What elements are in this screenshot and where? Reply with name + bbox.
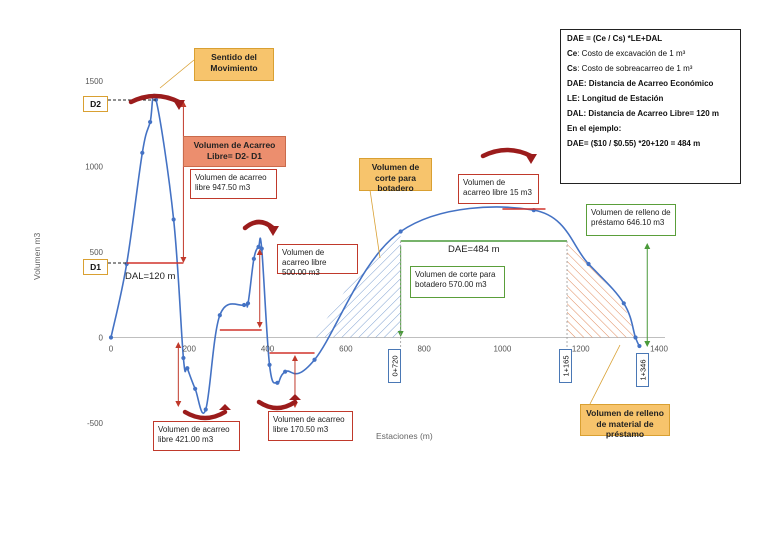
legend-title: DAE = (Ce / Cs) *LE+DAL (567, 34, 663, 43)
movement-arrow-421 (182, 404, 231, 421)
data-point (398, 229, 403, 234)
vol-500-label: Volumen de acarreo libre 500.00 m3 (277, 244, 358, 277)
x-tick-label: 200 (183, 345, 197, 354)
data-point (621, 301, 626, 306)
data-point (193, 386, 198, 391)
data-point (633, 335, 638, 340)
data-point (275, 380, 280, 385)
station-1165-label: 1+165 (559, 349, 572, 383)
movement-arrow-15 (480, 147, 537, 164)
sentido-movimiento-label: Sentido del Movimiento (194, 48, 274, 81)
volumen-acarreo-libre-header: Volumen de Acarreo Libre= D2- D1 (183, 136, 286, 167)
y-tick-label: -500 (87, 419, 104, 428)
data-point (267, 362, 272, 367)
corte-botadero-header: Volumen de corte para botadero (359, 158, 432, 193)
data-point (171, 217, 176, 222)
legend-cs-text: : Costo de sobreacarreo de 1 m³ (577, 64, 693, 73)
data-point (148, 119, 153, 125)
data-point (181, 355, 186, 361)
legend-cs-key: Cs (567, 64, 578, 73)
data-point (312, 357, 317, 362)
vol-170-label: Volumen de acarreo libre 170.50 m3 (268, 411, 353, 441)
x-tick-label: 1200 (572, 345, 590, 354)
x-tick-label: 600 (339, 345, 353, 354)
x-tick-label: 1000 (494, 345, 512, 354)
corte-leader (369, 189, 381, 259)
data-point (140, 150, 145, 155)
data-point (259, 246, 264, 251)
legend-example-head: En el ejemplo: (567, 124, 622, 133)
y-tick-label: 0 (99, 334, 104, 343)
vol-421-label: Volumen de acarreo libre 421.00 m3 (153, 421, 240, 451)
data-point (108, 335, 114, 340)
vol-947-label: Volumen de acarreo libre 947.50 m3 (190, 169, 277, 199)
vol-15-label: Volumen de acarreo libre 15 m3 (458, 174, 539, 204)
d2-label: D2 (83, 96, 108, 112)
data-point (185, 366, 190, 371)
legend-ce-text: : Costo de excavación de 1 m³ (577, 49, 686, 58)
movement-arrow-170 (256, 394, 301, 411)
relleno-prestamo-header: Volumen de relleno de material de présta… (580, 404, 670, 439)
movement-arrow-peak (128, 93, 185, 110)
formula-legend: DAE = (Ce / Cs) *LE+DAL Ce: Costo de exc… (560, 29, 741, 184)
data-point (241, 302, 247, 308)
y-tick-label: 1000 (85, 163, 103, 172)
y-tick-label: 500 (90, 248, 104, 257)
corte-570-label: Volumen de corte para botadero 570.00 m3 (410, 266, 505, 298)
station-1346-label: 1+346 (636, 353, 649, 387)
data-point (217, 313, 222, 318)
y-axis-label: Volumen m3 (32, 232, 42, 280)
data-point (586, 261, 591, 267)
dae-label: DAE=484 m (448, 244, 500, 255)
data-point (153, 97, 159, 102)
mass-curve-line (110, 93, 641, 414)
legend-dal: DAL: Distancia de Acarreo Libre= 120 m (567, 109, 719, 118)
legend-dae: DAE: Distancia de Acarreo Económico (567, 79, 714, 88)
data-point (256, 244, 261, 249)
x-tick-label: 800 (417, 345, 431, 354)
y-tick-label: 1500 (85, 77, 103, 86)
sentido-leader (159, 59, 195, 89)
data-point (637, 343, 642, 349)
data-point (245, 301, 251, 306)
d1-label: D1 (83, 259, 108, 275)
station-0720-label: 0+720 (388, 349, 401, 383)
legend-le: LE: Longitud de Estación (567, 94, 664, 103)
relleno-leader (589, 344, 621, 405)
data-point (283, 369, 288, 374)
data-point (251, 256, 256, 261)
x-tick-label: 400 (261, 345, 275, 354)
x-tick-label: 1400 (650, 345, 668, 354)
legend-example-calc: DAE= ($10 / $0.55) *20+120 = 484 m (567, 139, 701, 148)
x-axis-label: Estaciones (m) (376, 431, 433, 441)
x-tick-label: 0 (109, 345, 114, 354)
legend-ce-key: Ce (567, 49, 578, 58)
data-point (203, 407, 208, 412)
fill-hatch-area (567, 238, 636, 338)
relleno-646-label: Volumen de relleno de préstamo 646.10 m3 (586, 204, 676, 236)
movement-arrow-500 (242, 219, 279, 236)
dal-label: DAL=120 m (125, 271, 176, 282)
cut-hatch-area (314, 234, 401, 338)
